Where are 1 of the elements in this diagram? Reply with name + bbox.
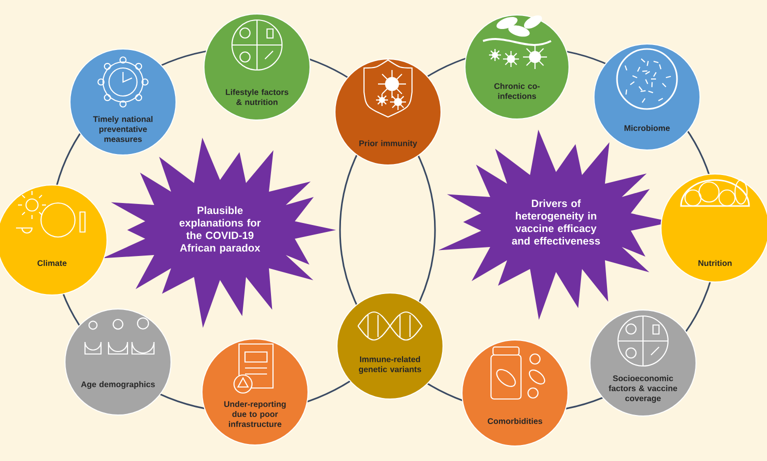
starburst: Drivers of heterogeneity in vaccine efficacy and effectiveness: [438, 130, 672, 320]
